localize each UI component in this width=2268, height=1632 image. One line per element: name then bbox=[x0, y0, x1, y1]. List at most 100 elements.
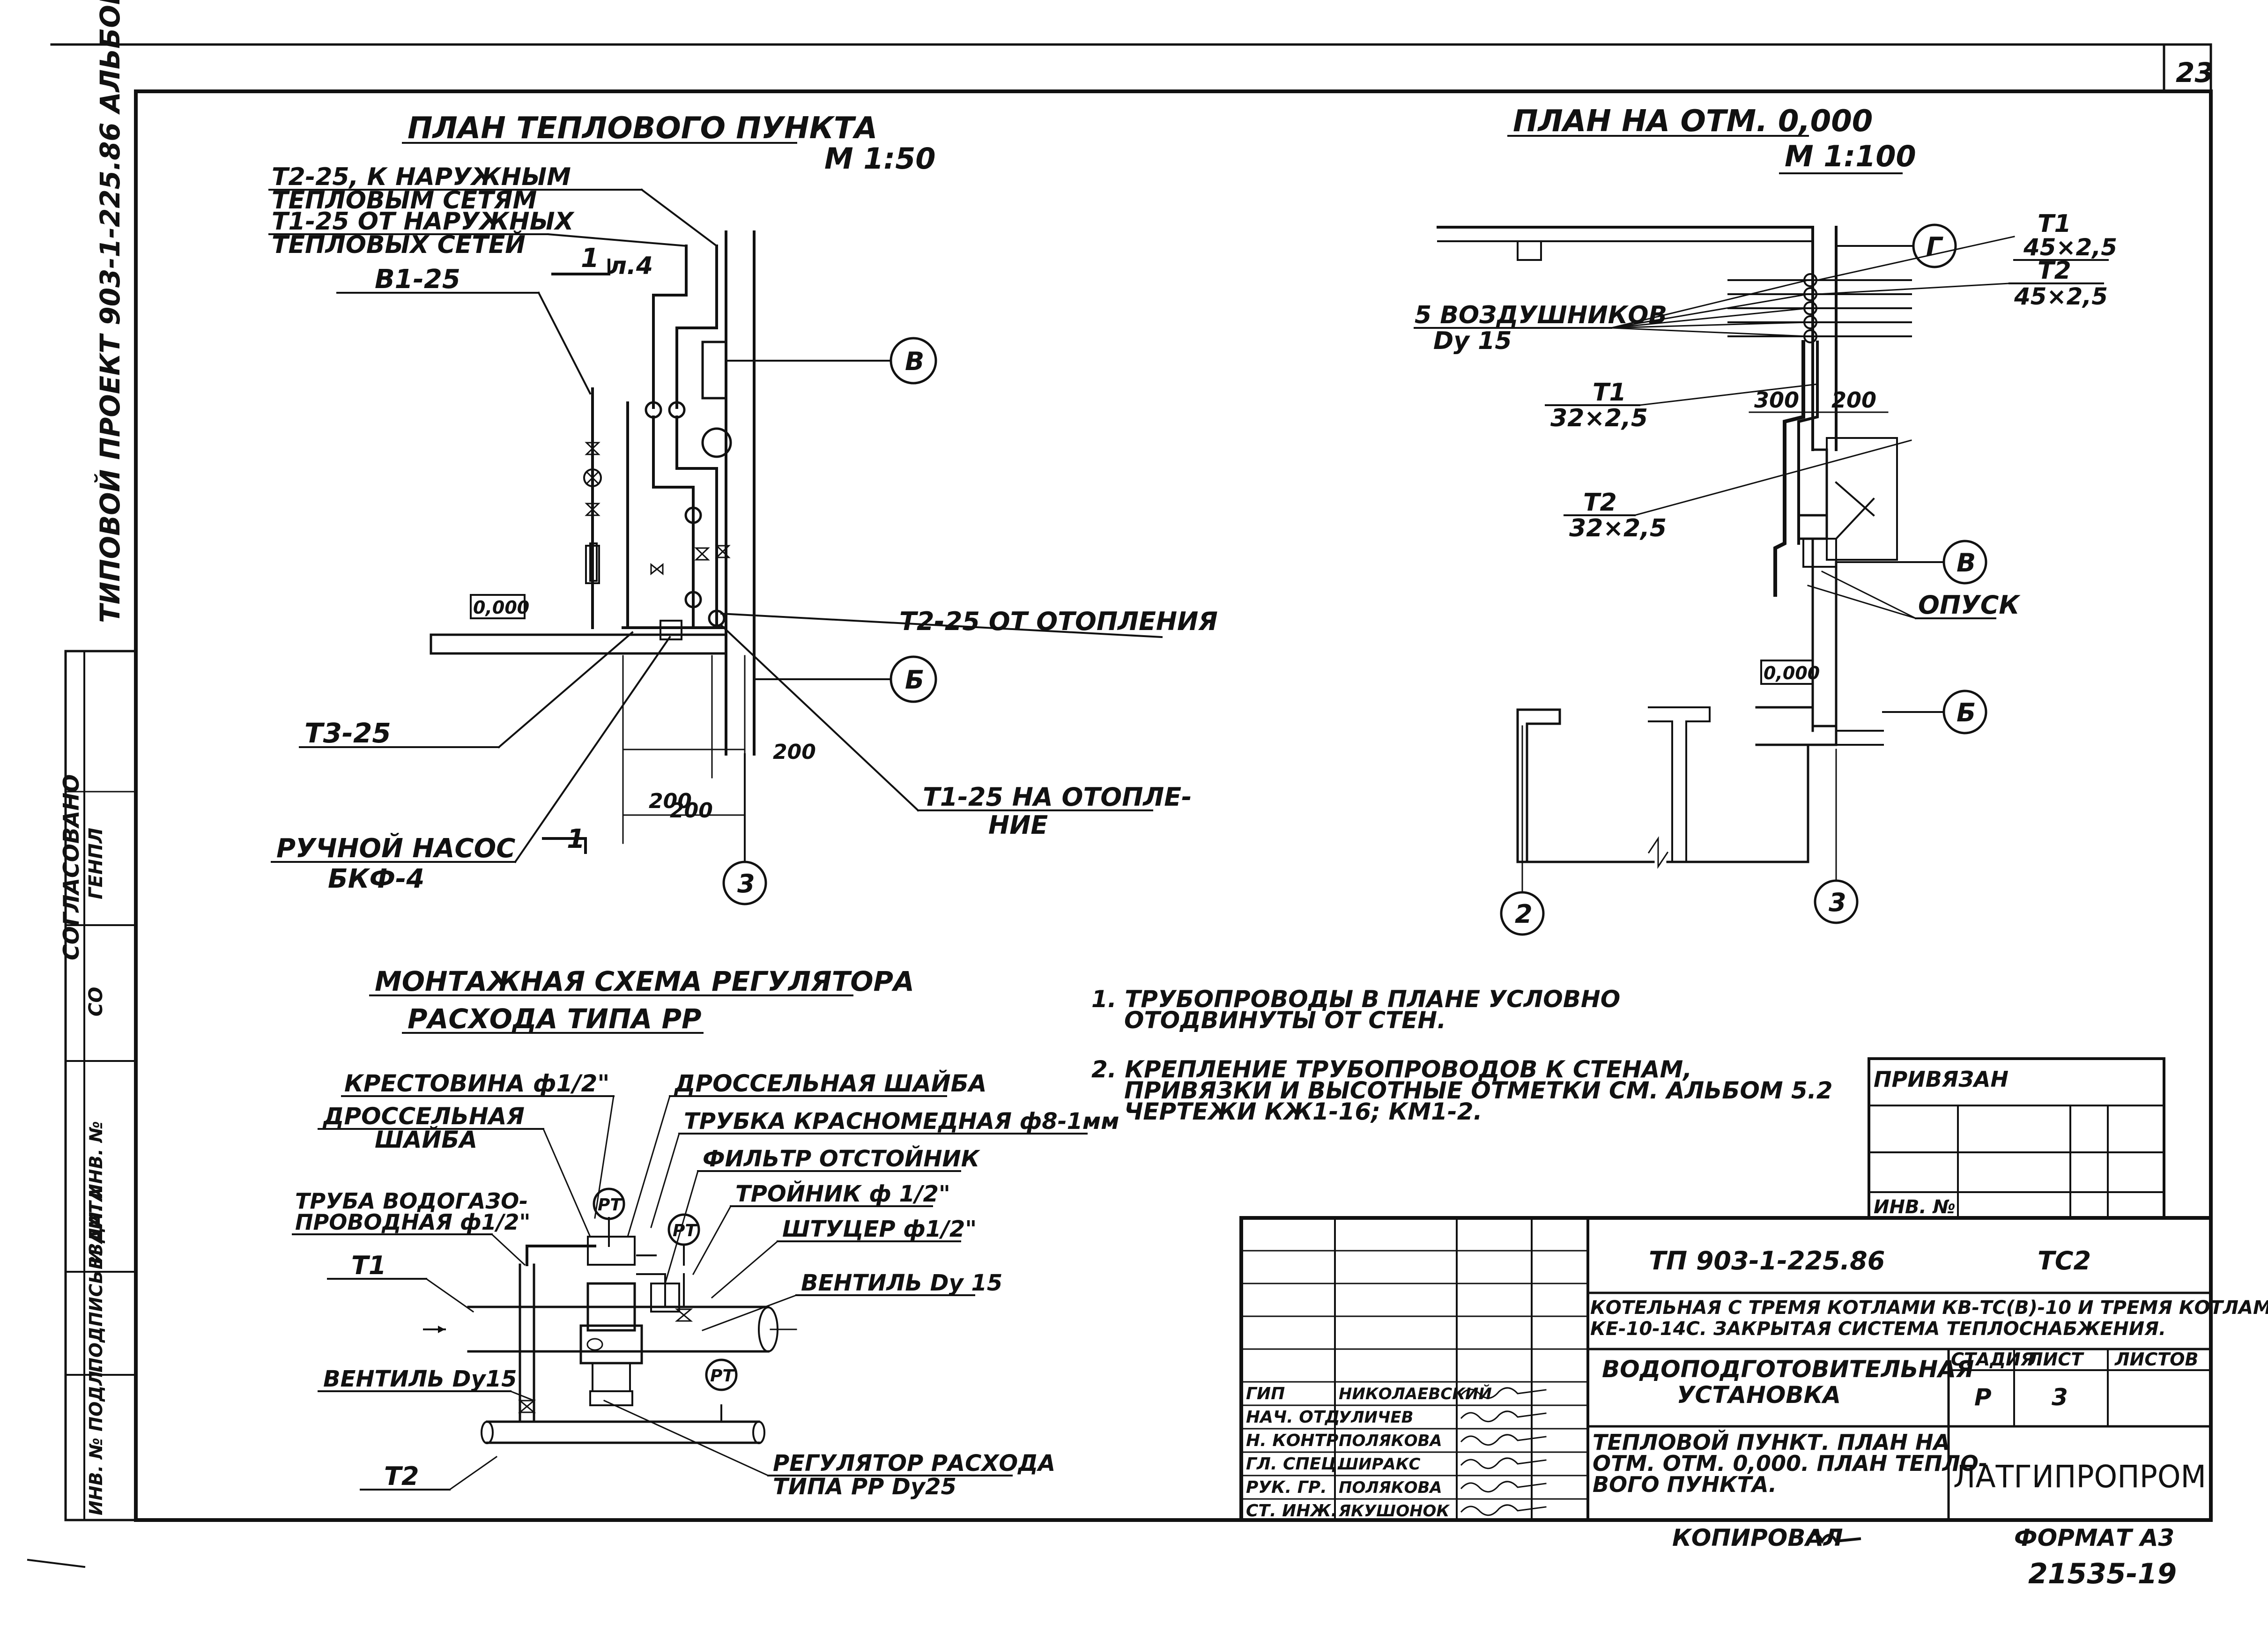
plan-heat-point: ПЛАН ТЕПЛОВОГО ПУНКТА М 1:50 Т2-25, К НА… bbox=[268, 111, 1218, 905]
role-signature bbox=[1460, 1457, 1547, 1469]
role-signature bbox=[1460, 1387, 1547, 1399]
role-signature bbox=[1460, 1481, 1547, 1493]
stamp-podpis-data: ПОДПИСЬ И ДАТА bbox=[86, 1187, 106, 1372]
stamp-vzam-inv: ВЗАМ. ИНВ. № bbox=[86, 1121, 106, 1269]
regulator-scheme: МОНТАЖНАЯ СХЕМА РЕГУЛЯТОРА РАСХОДА ТИПА … bbox=[292, 965, 1119, 1500]
copied-by: КОПИРОВАЛ bbox=[1672, 1524, 1843, 1551]
role-title: НАЧ. ОТД. bbox=[1246, 1408, 1346, 1427]
dim-200-000: 200 bbox=[1831, 387, 1876, 413]
tb-section-1: ВОДОПОДГОТОВИТЕЛЬНАЯ bbox=[1602, 1356, 1974, 1383]
tb-stadia-header: СТАДИЯ bbox=[1951, 1349, 2034, 1370]
tb-organization: ЛАТГИПРОПРОМ bbox=[1953, 1459, 2206, 1495]
role-signature bbox=[1460, 1434, 1547, 1446]
role-name: ПОЛЯКОВА bbox=[1339, 1478, 1442, 1497]
role-title: Н. КОНТР. bbox=[1246, 1431, 1345, 1450]
tb-drawing-1: ТЕПЛОВОЙ ПУНКТ. ПЛАН НА bbox=[1593, 1430, 1950, 1455]
label-troynik: ТРОЙНИК ф 1/2" bbox=[735, 1180, 950, 1207]
privyazan-inv: ИНВ. № bbox=[1874, 1196, 1956, 1218]
label-t2-000: Т2 bbox=[1583, 489, 1617, 517]
role-title: ГИП bbox=[1246, 1384, 1285, 1403]
plan-tp-scale: М 1:50 bbox=[824, 141, 936, 176]
label-trubka: ТРУБКА КРАСНОМЕДНАЯ ф8-1мм bbox=[684, 1108, 1119, 1135]
archive-number: 21535-19 bbox=[2028, 1558, 2177, 1590]
dim-200-a: 200 bbox=[649, 789, 692, 813]
axis-2-000: 2 bbox=[1515, 899, 1533, 929]
plan-tp-title: ПЛАН ТЕПЛОВОГО ПУНКТА bbox=[408, 111, 877, 146]
label-t2-out-1: Т2-25, К НАРУЖНЫМ bbox=[272, 163, 571, 191]
label-reg-1: РЕГУЛЯТОР РАСХОДА bbox=[773, 1450, 1055, 1476]
tb-object-1: КОТЕЛЬНАЯ С ТРЕМЯ КОТЛАМИ КВ-ТС(В)-10 И … bbox=[1590, 1297, 2268, 1319]
role-name: ЯКУШОНОК bbox=[1338, 1502, 1450, 1521]
side-project-label: ТИПОВОЙ ПРОЕКТ 903-1-225.86 АЛЬБОМ 9.1 bbox=[94, 0, 126, 623]
plan-zero-level: ПЛАН НА ОТМ. 0,000 М 1:100 bbox=[1414, 104, 2117, 936]
reg-title-2: РАСХОДА ТИПА РР bbox=[408, 1003, 701, 1035]
tb-listov-header: ЛИСТОВ bbox=[2114, 1349, 2198, 1370]
dim-200-b: 200 bbox=[773, 740, 816, 764]
axis-b-000: Б bbox=[1957, 698, 1976, 727]
label-pump-1: РУЧНОЙ НАСОС bbox=[276, 833, 515, 864]
axis-v-000: В bbox=[1957, 548, 1976, 578]
label-opusk: ОПУСК bbox=[1918, 590, 2021, 620]
label-t1-000-size: 32×2,5 bbox=[1550, 404, 1648, 432]
role-name: УЛИЧЕВ bbox=[1339, 1408, 1414, 1427]
section-sheet-ref: л.4 bbox=[609, 252, 653, 280]
dim-200-c: 200 bbox=[670, 799, 713, 823]
axis-3-000: 3 bbox=[1829, 888, 1846, 917]
tb-code: ТП 903-1-225.86 bbox=[1649, 1246, 1885, 1276]
label-pump-2: БКФ-4 bbox=[328, 864, 424, 894]
stamp-so: СО bbox=[85, 987, 107, 1016]
tb-stadia: Р bbox=[1974, 1384, 1992, 1411]
axis-g-000: Г bbox=[1926, 232, 1943, 261]
side-stamp bbox=[64, 650, 137, 1521]
note-2-line-2: ПРИВЯЗКИ И ВЫСОТНЫЕ ОТМЕТКИ СМ. АЛЬБОМ 5… bbox=[1124, 1077, 1833, 1104]
role-title: ГЛ. СПЕЦ. bbox=[1246, 1454, 1343, 1474]
privyazan-box: ПРИВЯЗАН ИНВ. № bbox=[1868, 1057, 2165, 1219]
tb-mark: ТС2 bbox=[2038, 1246, 2091, 1276]
stamp-soglasovano: СОГЛАСОВАНО bbox=[59, 774, 84, 960]
label-krestovina: КРЕСТОВИНА ф1/2" bbox=[344, 1070, 609, 1097]
reg-title-1: МОНТАЖНАЯ СХЕМА РЕГУЛЯТОРА bbox=[375, 965, 914, 997]
label-filtr: ФИЛЬТР ОТСТОЙНИК bbox=[703, 1145, 981, 1172]
label-reg-2: ТИПА РР Dу25 bbox=[773, 1474, 956, 1500]
label-truba-1: ТРУБА ВОДОГАЗО- bbox=[295, 1188, 528, 1214]
title-block: ТП 903-1-225.86 ТС2 КОТЕЛЬНАЯ С ТРЕМЯ КО… bbox=[1239, 1216, 2268, 1522]
label-ventil-left: ВЕНТИЛЬ Dу15 bbox=[323, 1366, 517, 1392]
note-2-line-1: 2. КРЕПЛЕНИЕ ТРУБОПРОВОДОВ К СТЕНАМ, bbox=[1091, 1056, 1692, 1083]
sheet-number: 23 bbox=[2176, 57, 2214, 89]
gauge-label-2: РТ bbox=[673, 1221, 697, 1240]
label-t2-000-size: 32×2,5 bbox=[1569, 514, 1667, 542]
dim-300: 300 bbox=[1754, 387, 1799, 413]
label-air-vents-2: Dу 15 bbox=[1433, 327, 1512, 355]
label-drossel-left-2: ШАЙБА bbox=[375, 1126, 477, 1153]
tb-list: 3 bbox=[2052, 1384, 2068, 1411]
role-name: НИКОЛАЕВСКИЙ bbox=[1339, 1384, 1492, 1403]
tb-list-header: ЛИСТ bbox=[2028, 1349, 2084, 1370]
role-signature bbox=[1460, 1504, 1547, 1516]
role-title: РУК. ГР. bbox=[1246, 1478, 1327, 1497]
label-t1-000: Т1 bbox=[1593, 378, 1626, 407]
elev-tp: 0,000 bbox=[473, 597, 529, 618]
label-truba-2: ПРОВОДНАЯ ф1/2" bbox=[295, 1209, 530, 1235]
plan-000-title: ПЛАН НА ОТМ. 0,000 bbox=[1513, 104, 1873, 139]
note-1-line-2: ОТОДВИНУТЫ ОТ СТЕН. bbox=[1124, 1007, 1446, 1034]
label-t1-top-size: 45×2,5 bbox=[2023, 234, 2117, 261]
tb-drawing-2: ОТМ. ОТМ. 0,000. ПЛАН ТЕПЛО- bbox=[1593, 1451, 1987, 1476]
tb-object-2: КЕ-10-14С. ЗАКРЫТАЯ СИСТЕМА ТЕПЛОСНАБЖЕН… bbox=[1590, 1318, 2166, 1340]
role-name: ПОЛЯКОВА bbox=[1339, 1432, 1442, 1450]
copied-signature bbox=[1806, 1533, 1861, 1544]
label-t1-reg: Т1 bbox=[351, 1251, 386, 1280]
label-shtucer: ШТУЦЕР ф1/2" bbox=[782, 1216, 977, 1242]
label-t1-heat-2: НИЕ bbox=[988, 810, 1048, 840]
label-t3: Т3-25 bbox=[304, 717, 391, 749]
plan-000-scale: М 1:100 bbox=[1785, 139, 1916, 173]
format-label: ФОРМАТ А3 bbox=[2014, 1524, 2174, 1551]
tb-section-2: УСТАНОВКА bbox=[1677, 1381, 1841, 1409]
section-mark-top: 1 bbox=[581, 243, 599, 274]
note-1-line-1: 1. ТРУБОПРОВОДЫ В ПЛАНЕ УСЛОВНО bbox=[1091, 986, 1620, 1013]
pressure-gauges: РТ РТ РТ bbox=[593, 1187, 738, 1391]
label-t2-top: Т2 bbox=[2038, 257, 2071, 285]
label-drossel-right: ДРОССЕЛЬНАЯ ШАЙБА bbox=[674, 1069, 986, 1097]
axis-v-tp: В bbox=[905, 347, 924, 376]
elev-000: 0,000 bbox=[1764, 663, 1820, 683]
